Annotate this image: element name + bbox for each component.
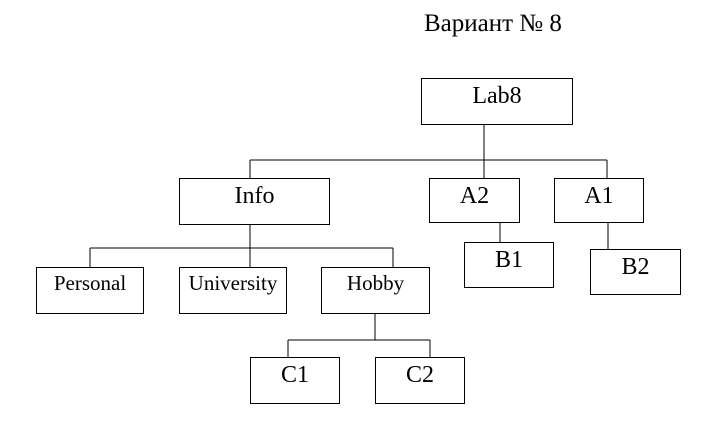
node-lab8-label: Lab8 <box>472 83 522 109</box>
node-b1: B1 <box>464 242 554 288</box>
node-c2-label: C2 <box>405 362 434 388</box>
node-hobby-label: Hobby <box>346 271 405 295</box>
node-lab8: Lab8 <box>421 78 573 125</box>
node-a1-label: A1 <box>584 183 614 209</box>
node-b2: B2 <box>590 249 681 295</box>
node-c1-label: C1 <box>280 362 309 388</box>
node-info-label: Info <box>234 183 275 209</box>
node-info: Info <box>179 178 330 225</box>
node-a1: A1 <box>554 178 644 223</box>
node-b2-label: B2 <box>621 254 650 280</box>
diagram-title: Вариант № 8 <box>424 10 562 37</box>
node-b1-label: B1 <box>494 247 523 273</box>
node-a2-label: A2 <box>459 183 490 209</box>
node-personal-label: Personal <box>53 271 127 295</box>
node-university-label: University <box>188 271 278 295</box>
node-c2: C2 <box>375 357 465 404</box>
node-hobby: Hobby <box>321 267 430 314</box>
node-university: University <box>179 267 287 314</box>
node-personal: Personal <box>36 267 144 314</box>
node-a2: A2 <box>429 178 520 223</box>
node-c1: C1 <box>250 357 340 404</box>
